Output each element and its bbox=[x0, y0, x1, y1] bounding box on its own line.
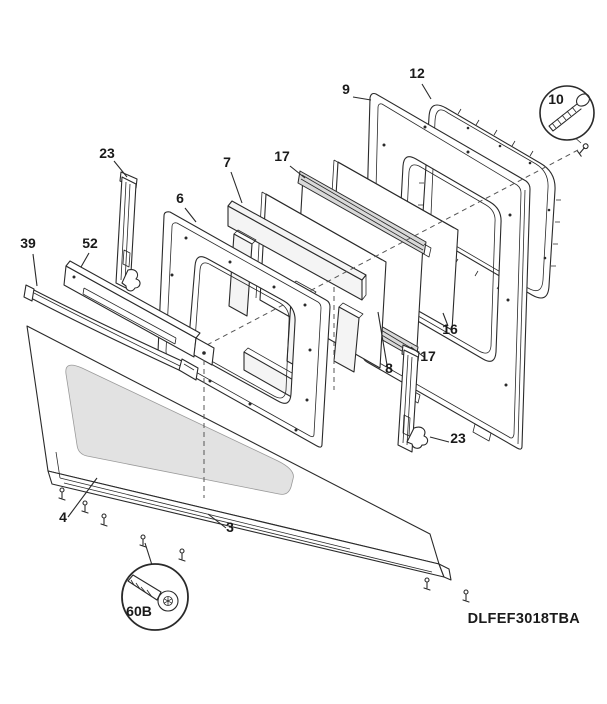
callout-23-right: 23 bbox=[450, 430, 466, 446]
callout-17-mid: 17 bbox=[420, 348, 436, 364]
model-code: DLFEF3018TBA bbox=[468, 611, 581, 627]
callout-labels: 23 6 7 17 9 12 10 39 52 16 17 8 23 4 3 6… bbox=[20, 65, 564, 619]
callout-8: 8 bbox=[385, 360, 393, 376]
callout-52: 52 bbox=[82, 235, 98, 251]
explosion-axis-dashed-line bbox=[204, 149, 579, 347]
callout-9: 9 bbox=[342, 81, 350, 97]
panel-rivets bbox=[168, 236, 312, 432]
callout-23-left: 23 bbox=[99, 145, 115, 161]
outer-door-panel bbox=[26, 325, 452, 581]
bolt-icon bbox=[548, 93, 591, 132]
handle-left-cap bbox=[23, 284, 35, 302]
bolt-detail-circle bbox=[539, 85, 595, 141]
door-window-glass bbox=[65, 364, 294, 495]
hinge-right bbox=[397, 344, 429, 453]
handle-right-cap bbox=[178, 358, 199, 381]
window-inner-frame bbox=[55, 451, 351, 550]
callout-12: 12 bbox=[409, 65, 425, 81]
callout-leaders bbox=[32, 83, 450, 529]
callout-10: 10 bbox=[548, 91, 564, 107]
hinge-left-latch bbox=[121, 269, 141, 292]
screw-icon bbox=[127, 574, 179, 612]
callout-4: 4 bbox=[59, 509, 67, 525]
callout-60B: 60B bbox=[126, 603, 152, 619]
gasket-holes bbox=[466, 126, 551, 260]
mounting-screws bbox=[58, 487, 470, 603]
callout-39: 39 bbox=[20, 235, 36, 251]
hinge-right-latch bbox=[406, 426, 429, 449]
callout-17-top: 17 bbox=[274, 148, 290, 164]
callout-16: 16 bbox=[442, 321, 458, 337]
door-handle bbox=[23, 284, 199, 381]
handle-trim bbox=[63, 260, 215, 366]
hinge-left bbox=[115, 171, 141, 292]
inner-door-panel bbox=[157, 211, 331, 448]
callout-6: 6 bbox=[176, 190, 184, 206]
callout-7: 7 bbox=[223, 154, 231, 170]
screw-detail-circle bbox=[121, 542, 189, 631]
callout-3: 3 bbox=[226, 519, 234, 535]
